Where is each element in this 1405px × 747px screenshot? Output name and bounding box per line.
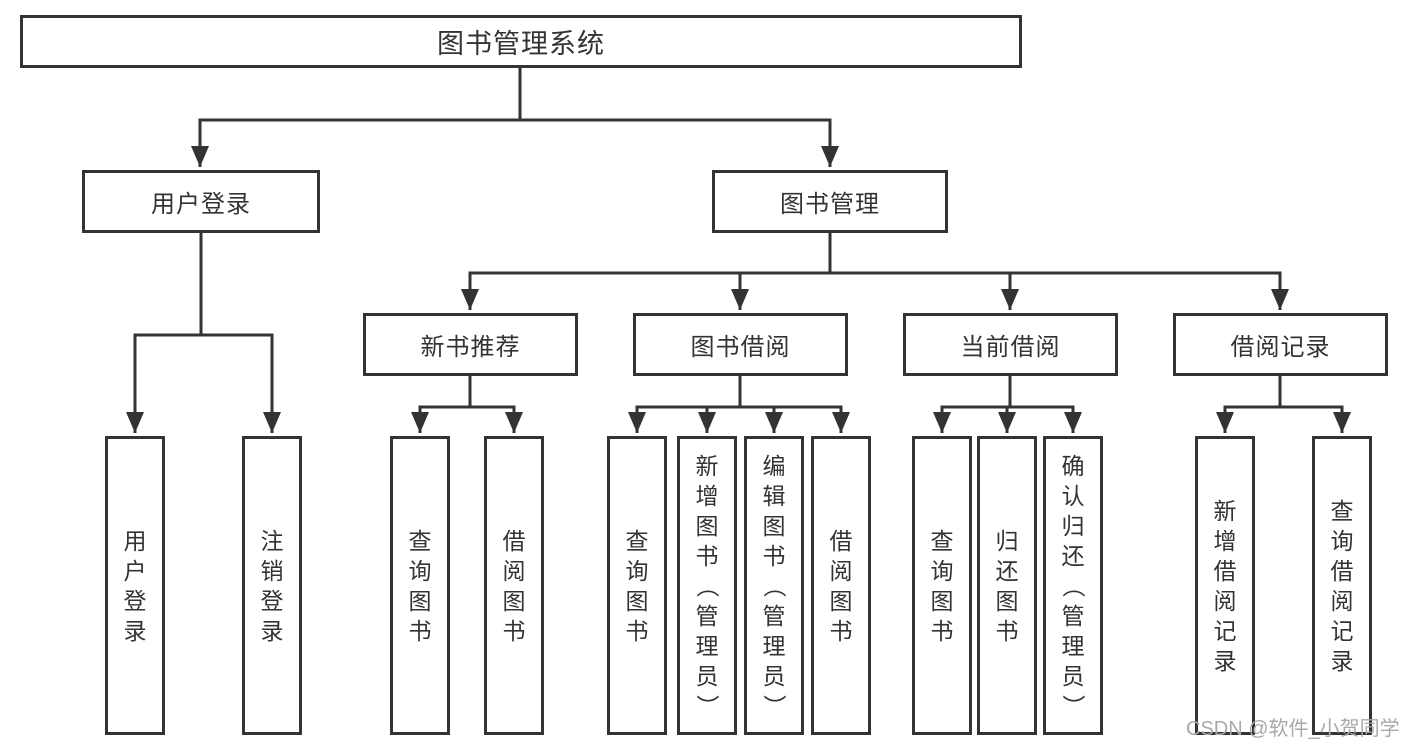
leaf-return-book: 归还图书 xyxy=(977,436,1037,735)
node-user-login: 用户登录 xyxy=(82,170,320,233)
leaf-add-book-admin: 新增图书（管理员） xyxy=(677,436,737,735)
node-book-management: 图书管理 xyxy=(712,170,948,233)
leaf-logout: 注销登录 xyxy=(242,436,302,735)
leaf-query-borrow-record: 查询借阅记录 xyxy=(1312,436,1372,735)
node-library-management-system: 图书管理系统 xyxy=(20,15,1022,68)
node-new-book-recommend: 新书推荐 xyxy=(363,313,578,376)
leaf-query-books-borrowing: 查询图书 xyxy=(607,436,667,735)
leaf-query-books-current: 查询图书 xyxy=(912,436,972,735)
leaf-borrow-books-borrowing: 借阅图书 xyxy=(811,436,871,735)
leaf-query-books-recommend: 查询图书 xyxy=(390,436,450,735)
leaf-borrow-books-recommend: 借阅图书 xyxy=(484,436,544,735)
leaf-add-borrow-record: 新增借阅记录 xyxy=(1195,436,1255,735)
node-current-borrowing: 当前借阅 xyxy=(903,313,1118,376)
leaf-user-login: 用户登录 xyxy=(105,436,165,735)
node-book-borrowing: 图书借阅 xyxy=(633,313,848,376)
csdn-watermark: CSDN @软件_小贺同学 xyxy=(1186,718,1400,740)
leaf-confirm-return-admin: 确认归还（管理员） xyxy=(1043,436,1103,735)
node-borrow-records: 借阅记录 xyxy=(1173,313,1388,376)
leaf-edit-book-admin: 编辑图书（管理员） xyxy=(744,436,804,735)
